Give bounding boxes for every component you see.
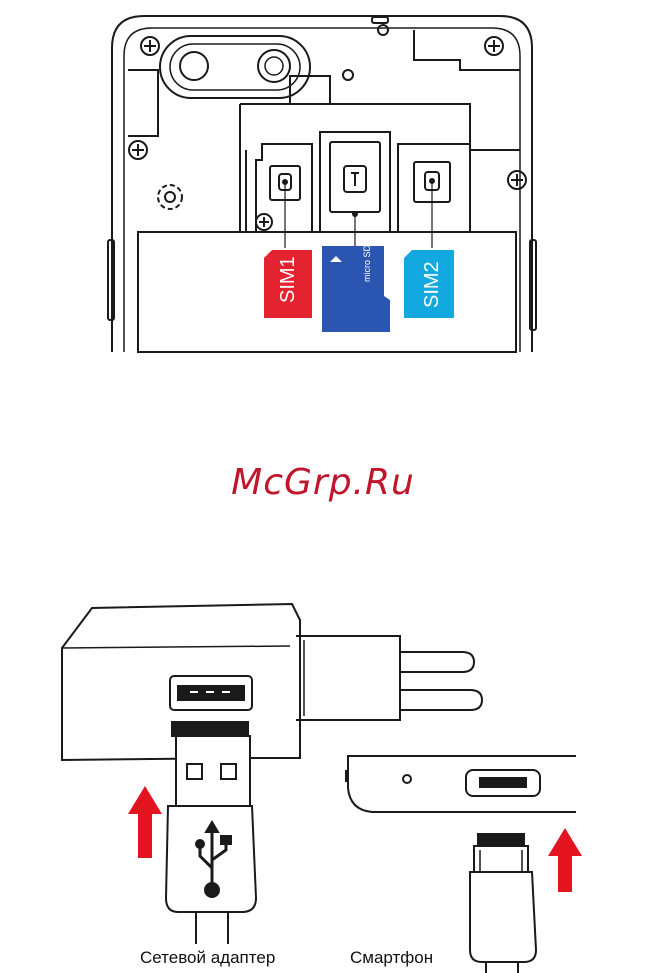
adapter-caption: Сетевой адаптер (140, 948, 275, 968)
top-hole (378, 25, 388, 35)
smartphone-edge (348, 756, 576, 812)
screw-icon (485, 37, 503, 55)
watermark: McGrp.Ru (0, 462, 646, 503)
usb-plug-tip (172, 722, 248, 736)
sim1-card: SIM1 (264, 250, 312, 318)
adapter-plug-housing (296, 636, 400, 720)
screw-icon (141, 37, 159, 55)
camera-lens-1 (180, 52, 208, 80)
memory-card: micro SD (322, 244, 390, 332)
camera-lens-2 (258, 50, 290, 82)
sim2-label: SIM2 (421, 261, 443, 308)
plug-prong-2 (400, 690, 482, 710)
screw-icon (508, 171, 526, 189)
microphone-hole (403, 775, 411, 783)
insert-arrow-phone-icon (548, 828, 582, 892)
micro-usb-tip (478, 834, 524, 846)
phone-caption: Смартфон (350, 948, 433, 968)
sim1-label: SIM1 (277, 256, 299, 303)
screw-icon (129, 141, 147, 159)
micro-usb-cable (470, 872, 536, 962)
sim2-card: SIM2 (404, 250, 454, 318)
gear-part (158, 185, 182, 209)
insert-arrow-adapter-icon (128, 786, 162, 858)
screw-icon (256, 214, 272, 230)
sim2-slot (398, 144, 470, 232)
charger-diagram (62, 604, 576, 973)
plug-prong-1 (400, 652, 474, 672)
top-notch (372, 17, 388, 23)
camera-module (160, 36, 310, 98)
memory-card-label: micro SD (362, 244, 372, 282)
